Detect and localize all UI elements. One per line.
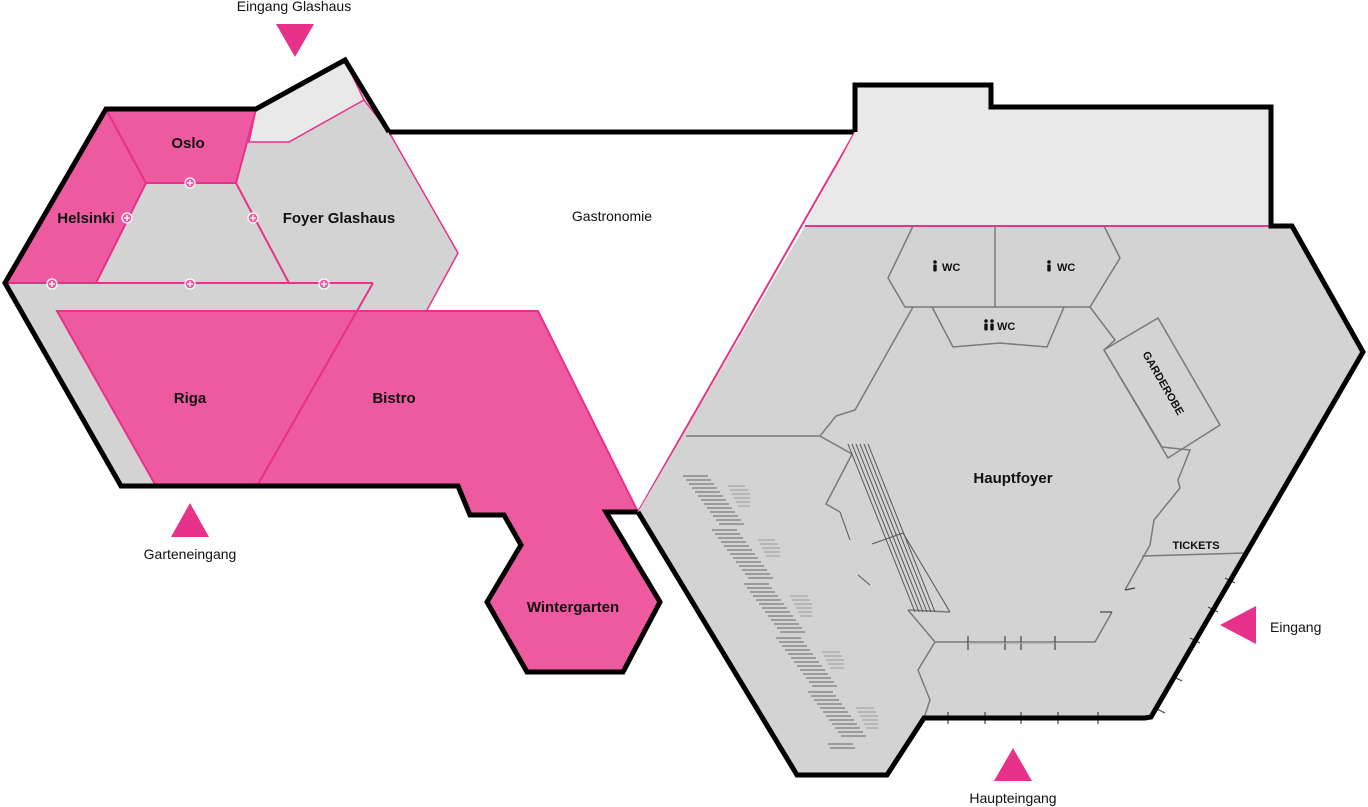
label-bistro: Bistro [372, 390, 415, 407]
label-foyer-glashaus: Foyer Glashaus [283, 210, 396, 227]
plus-circle-icon [184, 177, 196, 189]
entrance-glashaus[interactable]: Eingang Glashaus [237, 0, 351, 57]
seating-blocks [683, 475, 878, 749]
seating-block [808, 691, 866, 749]
hauptfoyer-building [638, 226, 1363, 775]
entrance-triangle-icon [276, 24, 314, 57]
label-eingang: Eingang [1270, 619, 1321, 635]
entrance-triangle-icon [171, 503, 209, 537]
label-eingang-glashaus: Eingang Glashaus [237, 0, 351, 14]
seating-block [822, 651, 844, 669]
label-helsinki: Helsinki [57, 210, 115, 227]
corridor-line-diagonal [356, 282, 374, 312]
entrance-haupt[interactable]: Haupteingang [969, 748, 1057, 806]
entrance-triangle-icon [1220, 606, 1256, 644]
person-icon [933, 260, 937, 272]
seating-block [683, 475, 744, 525]
plus-circle-icon [46, 278, 58, 290]
seating-block [776, 637, 837, 687]
label-wc-right: WC [1057, 262, 1075, 274]
wc-left: WC [933, 260, 960, 274]
label-tickets: TICKETS [1172, 540, 1219, 552]
person-icon [1047, 260, 1051, 272]
seating-block [728, 485, 750, 507]
gastronomie-glass-wall [637, 131, 856, 513]
wc-center: WC [984, 319, 1015, 333]
foyer-glashaus-walls [146, 182, 290, 284]
seating-block [712, 529, 773, 579]
connection-markers [46, 177, 330, 290]
entrance-triangle-icon [994, 748, 1032, 781]
couple-icon [984, 319, 994, 331]
label-wintergarten: Wintergarten [527, 599, 619, 616]
label-riga: Riga [174, 390, 207, 407]
label-garteneingang: Garteneingang [144, 546, 237, 562]
glashaus-outline [2, 56, 663, 675]
plus-circle-icon [121, 212, 133, 224]
seating-block [790, 595, 812, 617]
label-hauptfoyer: Hauptfoyer [973, 470, 1052, 487]
label-haupteingang: Haupteingang [969, 790, 1056, 806]
plus-circle-icon [247, 212, 259, 224]
service-band [805, 85, 1271, 226]
stair-lines [839, 443, 951, 613]
entrance-eingang[interactable]: Eingang [1220, 606, 1321, 644]
seating-block [856, 707, 878, 729]
plus-circle-icon [318, 278, 330, 290]
label-wc-center: WC [997, 321, 1015, 333]
entrance-garten[interactable]: Garteneingang [144, 503, 237, 562]
inner-walls [686, 225, 1246, 719]
hauptfoyer-outline [635, 82, 1366, 778]
seating-block [758, 539, 780, 557]
plus-circle-icon [184, 278, 196, 290]
wc-right: WC [1047, 260, 1075, 274]
label-oslo: Oslo [171, 135, 204, 152]
seating-block [744, 583, 805, 633]
label-gastronomie: Gastronomie [572, 208, 652, 224]
label-wc-left: WC [942, 262, 960, 274]
